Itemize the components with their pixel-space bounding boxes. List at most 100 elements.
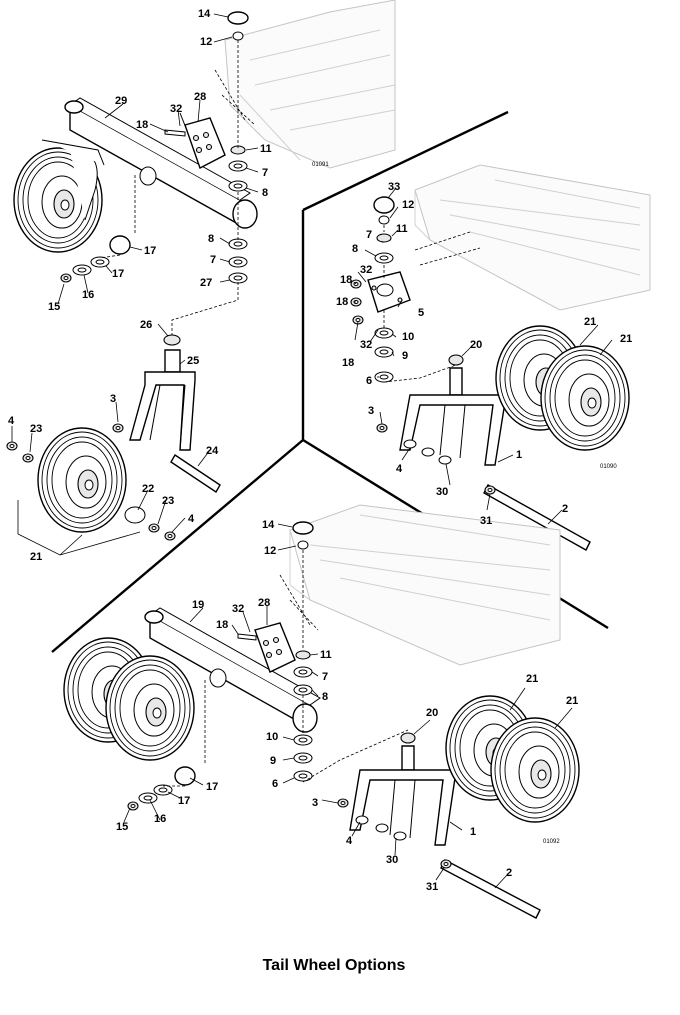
callout-30: 30 [436, 486, 448, 498]
callout-6: 6 [366, 375, 372, 387]
callout-12: 12 [264, 545, 276, 557]
mounting-plate-28 [164, 112, 226, 169]
callout-3: 3 [110, 393, 116, 405]
callout-32: 32 [360, 264, 372, 276]
caster-fork-1 [337, 732, 541, 919]
callout-30: 30 [386, 854, 398, 866]
dual-caster-tires [445, 695, 580, 823]
callout-21: 21 [584, 316, 596, 328]
hardware-stack-right [350, 196, 395, 383]
callout-18: 18 [336, 296, 348, 308]
callout-2: 2 [562, 503, 568, 515]
deck-frame-outline [289, 504, 561, 666]
callout-2: 2 [506, 867, 512, 879]
callout-18: 18 [136, 119, 148, 131]
callout-23: 23 [30, 423, 42, 435]
figure-code-right: 01090 [600, 464, 617, 470]
caster-fork-25 [112, 334, 221, 493]
callout-11: 11 [320, 649, 332, 661]
callout-32: 32 [170, 103, 182, 115]
callout-4: 4 [188, 513, 195, 525]
panel-top-left [6, 0, 396, 541]
callout-28: 28 [194, 91, 206, 103]
mounting-plate-28 [237, 622, 296, 673]
callout-8: 8 [322, 691, 328, 703]
callout-9: 9 [402, 350, 408, 362]
hardware-stack-upper [227, 11, 249, 284]
callout-12: 12 [200, 36, 212, 48]
caster-tire-option [6, 427, 176, 541]
callouts-bottom: 14 12 19 32 28 18 11 7 8 10 9 6 17 17 16… [116, 519, 578, 893]
callout-9: 9 [270, 755, 276, 767]
callout-10: 10 [266, 731, 278, 743]
callout-5: 5 [418, 307, 424, 319]
callout-28: 28 [258, 597, 270, 609]
dual-tail-tires [63, 637, 195, 761]
deck-frame-outline [224, 0, 396, 169]
callout-4: 4 [396, 463, 403, 475]
callout-21: 21 [566, 695, 578, 707]
callout-1: 1 [516, 449, 522, 461]
callout-7: 7 [210, 254, 216, 266]
figure-code-bottom: 01092 [543, 839, 560, 845]
callout-12: 12 [402, 199, 414, 211]
callout-11: 11 [260, 143, 272, 155]
callout-21: 21 [620, 333, 632, 345]
callout-19: 19 [192, 599, 204, 611]
callout-16: 16 [154, 813, 166, 825]
callout-8: 8 [352, 243, 358, 255]
callout-15: 15 [116, 821, 128, 833]
callout-29: 29 [115, 95, 127, 107]
callout-6: 6 [272, 778, 278, 790]
figure-code-top-left: 01091 [312, 162, 329, 168]
callout-25: 25 [187, 355, 199, 367]
callout-17: 17 [144, 245, 156, 257]
callout-4: 4 [346, 835, 353, 847]
callout-7: 7 [322, 671, 328, 683]
callout-20: 20 [470, 339, 482, 351]
callout-7: 7 [262, 167, 268, 179]
callout-24: 24 [206, 445, 219, 457]
callout-22: 22 [142, 483, 154, 495]
callout-23: 23 [162, 495, 174, 507]
hardware-stack-bottom [292, 521, 314, 782]
callout-33: 33 [388, 181, 400, 193]
panel-right [350, 164, 651, 551]
tail-wheel-tire [13, 139, 105, 253]
caster-arm-29 [64, 97, 258, 229]
figure-codes: 01091 01090 01092 [312, 162, 617, 845]
callouts-left: 14 12 29 32 28 18 11 7 8 8 7 27 17 17 16… [8, 8, 272, 563]
callout-20: 20 [426, 707, 438, 719]
callout-27: 27 [200, 277, 212, 289]
panel-bottom [63, 504, 580, 919]
callout-21: 21 [526, 673, 538, 685]
callout-14: 14 [198, 8, 211, 20]
callout-17: 17 [178, 795, 190, 807]
callout-3: 3 [368, 405, 374, 417]
caster-arm-19 [144, 607, 321, 733]
callout-21: 21 [30, 551, 42, 563]
callout-1: 1 [470, 826, 476, 838]
callout-32: 32 [360, 339, 372, 351]
deck-frame-outline [414, 164, 651, 311]
callout-3: 3 [312, 797, 318, 809]
dual-tires-21 [495, 325, 630, 451]
swivel-bracket-5 [367, 271, 411, 313]
callout-17: 17 [112, 268, 124, 280]
axle-hardware [127, 766, 196, 811]
figure-caption: Tail Wheel Options [262, 957, 406, 974]
callout-15: 15 [48, 301, 60, 313]
callout-31: 31 [480, 515, 492, 527]
callout-11: 11 [396, 223, 408, 235]
callout-16: 16 [82, 289, 94, 301]
callout-17: 17 [206, 781, 218, 793]
callout-7: 7 [366, 229, 372, 241]
callout-4: 4 [8, 415, 15, 427]
caster-fork-1 [376, 354, 591, 551]
callout-8: 8 [262, 187, 268, 199]
callout-10: 10 [402, 331, 414, 343]
callout-18: 18 [340, 274, 352, 286]
callout-leaders [11, 13, 613, 889]
axle-hardware [60, 235, 131, 283]
